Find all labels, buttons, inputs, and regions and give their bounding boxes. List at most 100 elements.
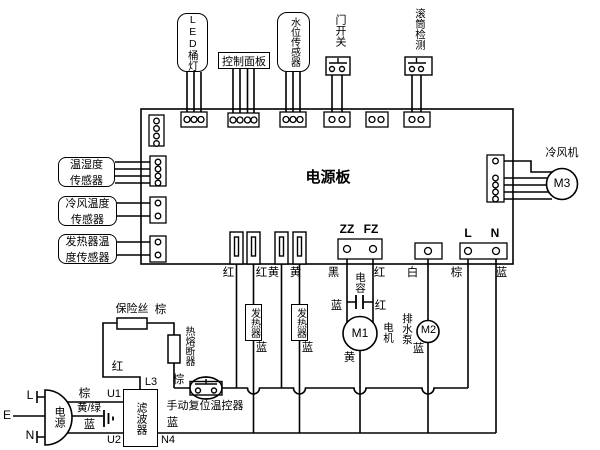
terminal-u1-label: U1	[106, 388, 122, 400]
blade-terminals	[229, 231, 307, 265]
wire-label-blue-n: 蓝	[495, 267, 508, 279]
motor-m1-circle	[342, 315, 378, 352]
water-level-sensor-label: 水位传感器	[288, 17, 300, 67]
motor-m3-circle	[545, 167, 579, 201]
led-wires	[186, 72, 202, 117]
thermal-fuse-label: 热熔断器	[183, 326, 194, 366]
ground-icon	[103, 410, 114, 427]
fan-m3-wires	[495, 160, 552, 200]
l3-red-wire	[102, 322, 141, 389]
thermal-fuse-wires	[147, 322, 175, 388]
wire-label-yellow-m1: 黄	[343, 352, 356, 364]
door-switch-label: 门开关	[334, 13, 346, 47]
drain-pump-label: 排水泵	[401, 313, 413, 345]
thermal-fuse-body	[167, 334, 181, 364]
drum-detect-wires	[411, 75, 422, 117]
terminal-n-label: N	[490, 226, 500, 240]
water-level-sensor-box: 水位传感器	[277, 12, 310, 72]
wire-label-yellow-green: 黄/绿	[77, 402, 101, 414]
heater-box-1: 发热器	[245, 304, 262, 341]
heater-temp-sensor-box: 发热器温度传感器	[58, 234, 117, 264]
led-light-label: LED桶灯	[186, 14, 199, 71]
plug-n-label: N	[25, 428, 35, 442]
wire-label-yellow-2: 黄	[289, 267, 302, 279]
door-switch-icon	[325, 56, 351, 76]
terminal-l3-label: L3	[144, 376, 158, 388]
plug-prongs	[13, 391, 45, 443]
drum-detection-label: 滚筒检测	[414, 7, 426, 50]
cool-air-temp-wires	[117, 202, 155, 217]
wire-label-red-1: 红	[222, 267, 235, 279]
cool-fan-label: 冷风机	[545, 147, 579, 159]
thermostat-label: 手动复位温控器	[166, 400, 244, 412]
spare-connector	[365, 111, 389, 128]
fuse-label: 保险丝	[115, 303, 149, 315]
wire-label-brown-fuse: 棕	[154, 304, 167, 316]
wire-label-blue-plug: 蓝	[83, 419, 96, 431]
cool-air-temp-sensor-box: 冷风温度传感器	[58, 196, 117, 226]
motor-m2-circle	[416, 319, 440, 344]
power-board-label: 电源板	[305, 169, 351, 186]
control-panel-wires	[232, 68, 255, 118]
heater-box-2: 发热器	[291, 304, 308, 341]
wire-label-blue-m2: 蓝	[412, 343, 425, 355]
heater-2-label: 发热器	[294, 307, 306, 338]
motor-m2-label: M2	[420, 324, 437, 336]
cool-air-temp-sensor-label: 冷风温度传感器	[65, 198, 110, 226]
wire-label-blue-h2: 蓝	[301, 342, 314, 354]
terminal-l-label: L	[464, 226, 472, 240]
power-board-outline	[140, 108, 514, 265]
terminal-zz-label: ZZ	[339, 222, 355, 236]
drum-switch-icon	[404, 56, 433, 76]
wire-label-red-2: 红	[255, 267, 268, 279]
terminal-n4-label: N4	[160, 434, 176, 446]
led-light-box: LED桶灯	[177, 13, 208, 72]
fuse-body	[116, 317, 181, 364]
heater-1-label: 发热器	[248, 307, 260, 338]
wire-label-brown-thermostat: 棕	[172, 374, 185, 386]
cool-air-temp-connector	[149, 196, 167, 224]
temp-humidity-wires	[115, 161, 155, 184]
door-switch-connector	[323, 111, 351, 128]
temp-humidity-sensor-label: 温湿度传感器	[70, 159, 103, 187]
capacitor-label: 电容	[354, 271, 366, 293]
terminal-fz-label: FZ	[363, 222, 379, 236]
wire-label-red-cap: 红	[374, 300, 387, 312]
filter-box: 滤波器	[123, 389, 158, 447]
heater-temp-connector	[149, 235, 167, 263]
wire-label-brown-l: 棕	[450, 267, 463, 279]
wire-label-brown-plug: 棕	[78, 388, 91, 400]
zz-fz-connector	[337, 238, 383, 260]
control-panel-label: 控制面板	[222, 55, 266, 68]
motor-circles	[342, 167, 579, 352]
live-bus	[174, 387, 468, 395]
drum-detect-connector	[403, 111, 431, 128]
motor-m1-label: M1	[351, 326, 369, 340]
wire-label-red-3: 红	[373, 267, 386, 279]
wire-label-white: 白	[406, 267, 419, 279]
wire-label-blue-h1: 蓝	[255, 342, 268, 354]
board-connectors	[148, 111, 508, 263]
capacitor-icon	[355, 295, 364, 309]
wire-label-red-fuse: 红	[111, 361, 124, 373]
wire-label-black: 黑	[327, 267, 340, 279]
heater-temp-sensor-label: 发热器温度传感器	[65, 236, 110, 264]
plug-l-label: L	[26, 388, 34, 402]
temp-humidity-sensor-box: 温湿度传感器	[58, 157, 115, 187]
door-switch-wires	[331, 75, 343, 117]
heater-temp-wires	[117, 241, 155, 256]
plug-e-label: E	[2, 408, 11, 422]
motor-m3-label: M3	[553, 176, 571, 190]
power-plug-shape	[13, 389, 73, 446]
wire-label-blue-n4: 蓝	[166, 417, 179, 429]
motor-label: 电机	[382, 322, 394, 343]
thermostat-icon	[189, 376, 223, 400]
wire-label-blue-cap: 蓝	[330, 300, 343, 312]
water-sensor-wires	[285, 72, 301, 117]
power-source-label: 电源	[53, 405, 65, 428]
filter-label: 滤波器	[135, 401, 147, 435]
wire-label-yellow-1: 黄	[267, 267, 280, 279]
control-panel-box: 控制面板	[218, 52, 270, 69]
